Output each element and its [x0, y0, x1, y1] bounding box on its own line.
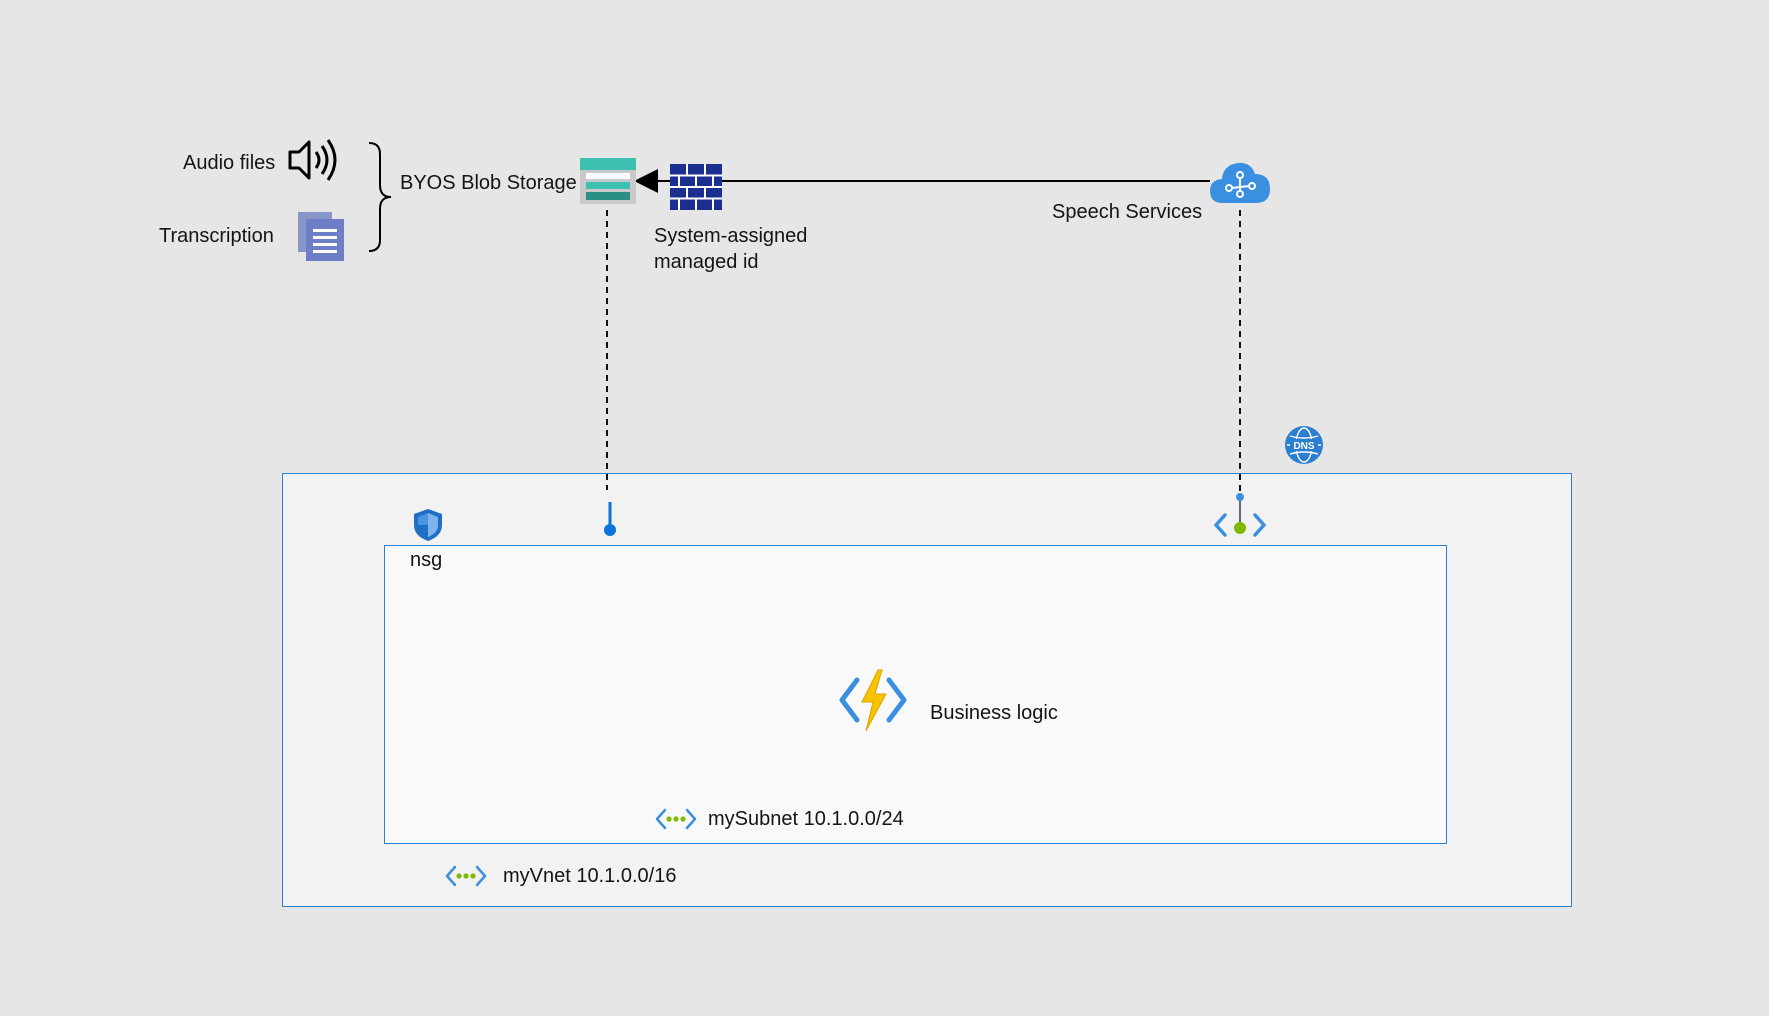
- vnet-icon: [445, 865, 487, 887]
- speaker-icon: [288, 139, 337, 181]
- subnet-container: [384, 545, 1447, 844]
- subnet-label: mySubnet 10.1.0.0/24: [708, 808, 904, 830]
- shield-icon: [414, 509, 442, 541]
- blob-storage-icon: [580, 158, 636, 204]
- dns-badge-text: DNS: [1293, 441, 1314, 452]
- managed-id-label-line1: System-assigned: [654, 225, 808, 247]
- function-label: Business logic: [930, 702, 1058, 724]
- nsg-label: nsg: [410, 549, 443, 571]
- private-endpoint-icon: [1214, 493, 1266, 537]
- grouping-brace: [368, 142, 392, 252]
- speech-services-label: Speech Services: [1052, 201, 1203, 223]
- function-app-icon: [839, 669, 907, 732]
- subnet-icon: [655, 808, 697, 830]
- audio-files-label: Audio files: [183, 152, 276, 174]
- document-icon: [298, 212, 344, 261]
- dns-zone-icon: DNS: [1285, 426, 1323, 464]
- firewall-icon: [670, 164, 722, 210]
- vnet-label: myVnet 10.1.0.0/16: [503, 865, 677, 887]
- managed-id-label-line2: managed id: [654, 251, 759, 273]
- transcription-label: Transcription: [159, 225, 274, 247]
- cognitive-cloud-icon: [1210, 162, 1270, 203]
- storage-endpoint-marker: [604, 502, 616, 536]
- blob-storage-label: BYOS Blob Storage: [400, 172, 577, 194]
